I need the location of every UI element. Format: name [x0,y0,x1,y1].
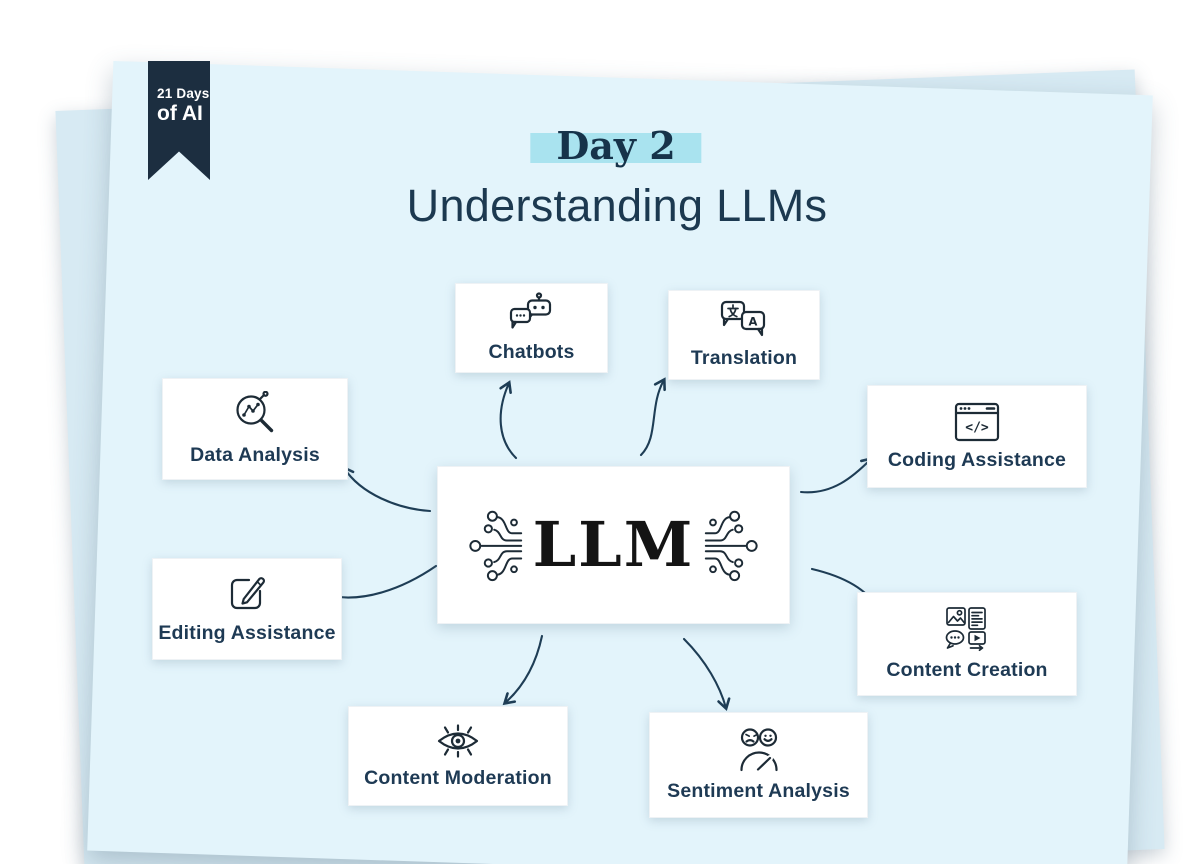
node-coding-assistance: </> Coding Assistance [867,385,1087,488]
node-translation: A Translation [668,290,820,380]
page-title: Understanding LLMs [406,180,828,231]
circuit-left-icon [468,510,522,582]
node-label: Sentiment Analysis [667,780,850,802]
svg-text:A: A [749,315,758,329]
node-label: Content Moderation [364,767,552,789]
llm-label: LLM [532,508,695,581]
pencil-square-icon [230,576,265,610]
node-chatbots: Chatbots [455,283,608,373]
node-label: Content Creation [886,659,1048,681]
translation-icon: A [720,300,766,337]
node-label: Translation [690,347,798,369]
arrow-to-sentiment-analysis [682,637,731,712]
svg-text:</>: </> [965,420,989,435]
day-badge: Day 2 [530,127,702,165]
series-ribbon: 21 Days of AI [148,61,210,180]
ribbon-line1: 21 Days [157,86,210,101]
node-content-creation: Content Creation [857,592,1077,696]
sentiment-gauge-icon [739,728,778,773]
llm-center-node: LLM [437,466,790,624]
arrow-to-coding-assistance [799,456,874,494]
day-badge-text: Day 2 [556,123,676,168]
node-sentiment-analysis: Sentiment Analysis [649,712,868,818]
node-label: Data Analysis [190,444,320,466]
ribbon-line2: of AI [157,101,203,125]
arrow-to-data-analysis [342,465,432,513]
arrow-to-chatbots [499,380,518,460]
eye-icon [437,724,479,758]
node-data-analysis: Data Analysis [162,378,348,480]
code-window-icon: </> [954,402,1000,441]
node-label: Editing Assistance [158,622,336,644]
arrow-to-editing-assistance [327,564,438,605]
arrow-to-translation [639,377,666,457]
chatbot-icon [509,292,551,329]
media-grid-icon [945,607,986,652]
node-content-moderation: Content Moderation [348,706,568,806]
node-label: Coding Assistance [887,448,1067,471]
node-label: Chatbots [488,341,575,363]
node-editing-assistance: Editing Assistance [152,558,342,660]
magnifier-chart-icon [236,391,274,433]
arrow-to-content-moderation [502,634,544,706]
circuit-right-icon [705,510,759,582]
